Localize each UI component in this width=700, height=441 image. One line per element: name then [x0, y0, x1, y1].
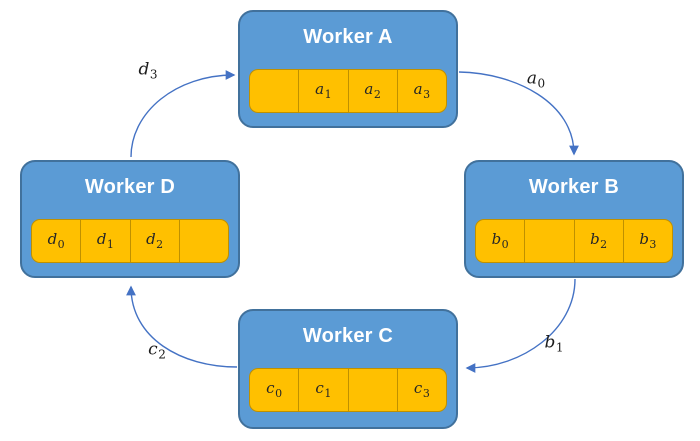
arrow-label-base: b	[544, 332, 556, 353]
arrow-label-b1: b1	[544, 332, 564, 355]
cell-label-sub: 0	[501, 238, 509, 251]
cell-label: b	[590, 230, 600, 248]
buffer-cell: d1	[80, 220, 129, 262]
worker-box-b: Worker B b0 b2 b3	[464, 160, 684, 278]
cell-label-sub: 2	[156, 238, 164, 251]
buffer-cell: d0	[32, 220, 80, 262]
arrow-d-to-a	[130, 70, 236, 158]
worker-a-title: Worker A	[303, 26, 393, 48]
buffer-cell	[347, 369, 397, 411]
cell-label-sub: 1	[324, 387, 332, 400]
arrow-a-to-b	[458, 71, 579, 156]
buffer-cell: d2	[129, 220, 179, 262]
arrow-c-to-d	[126, 285, 238, 368]
worker-d-buffer-bar: d0 d1 d2	[31, 219, 229, 263]
cell-label: d	[146, 230, 156, 248]
worker-b-buffer-bar: b0 b2 b3	[475, 219, 673, 263]
buffer-cell: b3	[622, 220, 672, 262]
cell-label-sub: 3	[422, 387, 430, 400]
cell-label-sub: 3	[649, 238, 657, 251]
worker-a-buffer-bar: a1 a2 a3	[249, 69, 447, 113]
arrow-b-to-c	[465, 278, 576, 373]
arrow-label-d3: d3	[138, 59, 158, 82]
cell-label-sub: 2	[600, 238, 608, 251]
worker-box-c: Worker C c0 c1 c3	[238, 309, 458, 429]
buffer-cell: c0	[250, 369, 298, 411]
worker-b-title: Worker B	[528, 176, 620, 198]
cell-label: c	[413, 379, 423, 397]
cell-label: c	[266, 379, 275, 397]
cell-label-sub: 2	[373, 88, 381, 101]
cell-label-sub: 0	[57, 238, 65, 251]
arrow-label-sub: 1	[555, 340, 564, 355]
cell-label-sub: 1	[324, 88, 332, 101]
worker-box-d: Worker D d0 d1 d2	[20, 160, 240, 278]
buffer-cell: a1	[298, 70, 347, 112]
arrow-label-base: c	[148, 339, 158, 360]
buffer-cell: c1	[298, 369, 347, 411]
worker-c-title: Worker C	[302, 325, 394, 347]
buffer-cell: b0	[476, 220, 524, 262]
cell-label: c	[315, 379, 324, 397]
cell-label: b	[639, 230, 649, 248]
buffer-cell: a3	[396, 70, 446, 112]
cell-label: d	[96, 230, 107, 248]
arrow-label-a0: a0	[526, 68, 546, 91]
arrow-label-sub: 2	[158, 347, 166, 362]
arrow-label-sub: 3	[149, 67, 158, 82]
worker-box-a: Worker A a1 a2 a3	[238, 10, 458, 128]
buffer-cell	[524, 220, 573, 262]
worker-c-buffer-bar: c0 c1 c3	[249, 368, 447, 412]
cell-label: a	[364, 80, 374, 98]
cell-label: a	[315, 80, 325, 98]
cell-label-sub: 0	[275, 387, 283, 400]
arrow-label-c2: c2	[148, 339, 166, 362]
cell-label-sub: 3	[423, 88, 431, 101]
buffer-cell: a2	[347, 70, 397, 112]
cell-label-sub: 1	[106, 238, 114, 251]
arrow-label-base: d	[138, 59, 150, 80]
buffer-cell	[178, 220, 228, 262]
buffer-cell: c3	[396, 369, 446, 411]
buffer-cell: b2	[573, 220, 623, 262]
cell-label: a	[413, 80, 423, 98]
worker-d-title: Worker D	[84, 176, 176, 198]
arrow-label-base: a	[526, 68, 537, 89]
buffer-cell	[250, 70, 298, 112]
arrow-label-sub: 0	[537, 76, 546, 91]
cell-label: b	[491, 230, 502, 248]
cell-label: d	[47, 230, 58, 248]
